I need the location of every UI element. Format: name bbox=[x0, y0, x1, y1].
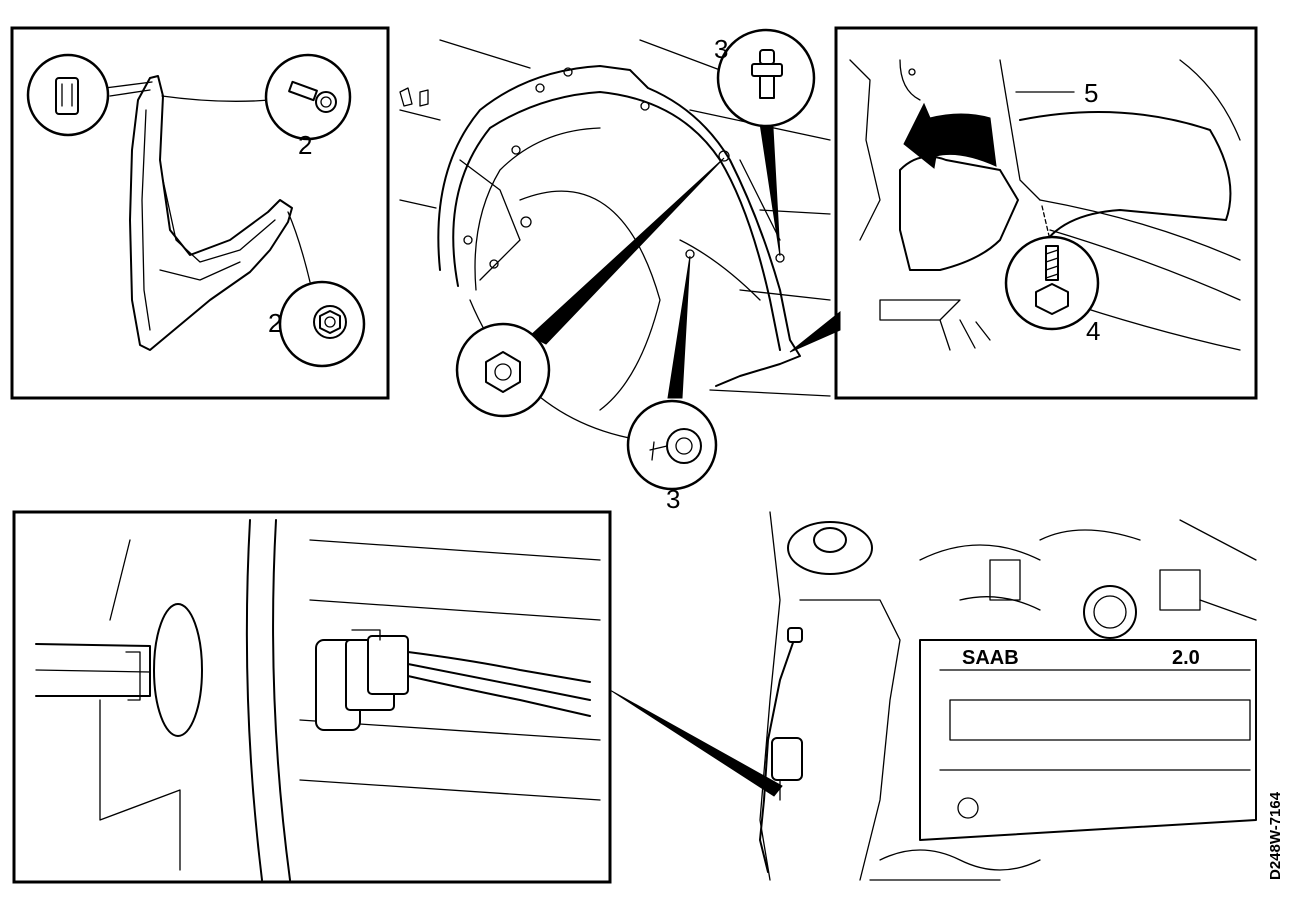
liner-inner-edge bbox=[452, 91, 781, 351]
harness-grommet bbox=[787, 627, 803, 643]
callout-4: 4 bbox=[1086, 316, 1100, 346]
clip-detail bbox=[61, 83, 73, 107]
callout-5: 5 bbox=[1084, 78, 1098, 108]
body-panel-lines bbox=[99, 539, 181, 871]
body-lines bbox=[849, 59, 1241, 241]
liner-removal-panel: 4 5 bbox=[789, 26, 1258, 400]
liner-section bbox=[899, 155, 1019, 271]
connector-latch bbox=[351, 629, 381, 641]
inner-fender-edge bbox=[1019, 111, 1232, 251]
engine-components bbox=[989, 559, 1201, 611]
shaft-flange bbox=[153, 603, 203, 737]
callout-3-top: 3 bbox=[714, 34, 728, 64]
mudflap-fold-line bbox=[162, 179, 276, 263]
clip-leader bbox=[104, 81, 153, 97]
sensor-harness bbox=[759, 633, 797, 873]
flange-bolt-icon bbox=[288, 80, 337, 113]
plastic-clip-icon bbox=[55, 77, 79, 115]
upper-bolt-leader bbox=[161, 95, 271, 102]
sensor-wiring bbox=[407, 651, 591, 717]
liner-rib-4 bbox=[739, 159, 781, 241]
filler-cap-ring bbox=[1093, 595, 1127, 629]
connector-socket bbox=[367, 635, 409, 695]
figure-code: D248W-7164 bbox=[1267, 791, 1284, 880]
sensor-connector bbox=[771, 737, 803, 781]
air-intake-hose bbox=[869, 849, 1041, 881]
detail-link-wedge bbox=[789, 310, 841, 353]
push-clip-icon bbox=[649, 428, 702, 464]
liner-rib-3 bbox=[679, 239, 761, 301]
liner-rib-2 bbox=[459, 159, 521, 281]
suspension-contours bbox=[299, 539, 601, 801]
body-detail-marks bbox=[399, 87, 429, 107]
engine-hoses bbox=[919, 519, 1257, 621]
hex-screw-icon bbox=[1035, 245, 1069, 315]
screw-leader bbox=[1041, 205, 1051, 241]
liner-outer-edge bbox=[437, 65, 801, 387]
mudflap-outline bbox=[129, 75, 293, 351]
expanding-rivet-icon bbox=[751, 49, 783, 99]
drive-shaft-centerline bbox=[35, 669, 151, 673]
tyre-hub-contour bbox=[519, 190, 661, 411]
connector-link-wedge bbox=[609, 689, 783, 797]
lower-bolt-leader bbox=[287, 211, 311, 283]
drive-shaft bbox=[35, 643, 151, 697]
hex-nut-icon bbox=[485, 351, 521, 393]
wheel-rim-edge bbox=[245, 519, 291, 881]
mudflap-panel: 2 2 bbox=[10, 26, 390, 400]
oil-filler-cap bbox=[1083, 585, 1137, 639]
mudflap-lower-fold bbox=[159, 261, 241, 281]
saab-engine-badge: SAAB bbox=[962, 647, 1019, 669]
callout-3-bottom: 3 bbox=[666, 484, 680, 514]
bracket-detail bbox=[939, 319, 991, 351]
connector-panel bbox=[12, 510, 612, 884]
liner-rib-1 bbox=[474, 127, 601, 291]
cam-cover-ribs bbox=[939, 669, 1251, 771]
strut-tower-edge bbox=[799, 599, 901, 881]
removal-direction-arrow bbox=[903, 102, 997, 169]
clip-leader-wedge-lower bbox=[667, 255, 691, 399]
callout-2-upper: 2 bbox=[298, 130, 312, 160]
flange-nut-icon bbox=[313, 305, 347, 339]
nut-leader-wedge bbox=[529, 157, 725, 345]
engine-bay-view: SAAB 2.0 bbox=[759, 511, 1257, 881]
callout-2-lower: 2 bbox=[268, 308, 282, 338]
strut-top-nut bbox=[813, 527, 847, 553]
mudflap-inner-edge bbox=[141, 109, 151, 331]
engine-size-badge: 2.0 bbox=[1172, 647, 1200, 669]
shaft-clamp bbox=[125, 651, 141, 701]
panel-hole bbox=[908, 68, 916, 76]
plug-well bbox=[957, 797, 979, 819]
inner-wing-edge bbox=[759, 511, 781, 881]
wheel-arch-liner-view: 3 3 bbox=[399, 28, 831, 514]
